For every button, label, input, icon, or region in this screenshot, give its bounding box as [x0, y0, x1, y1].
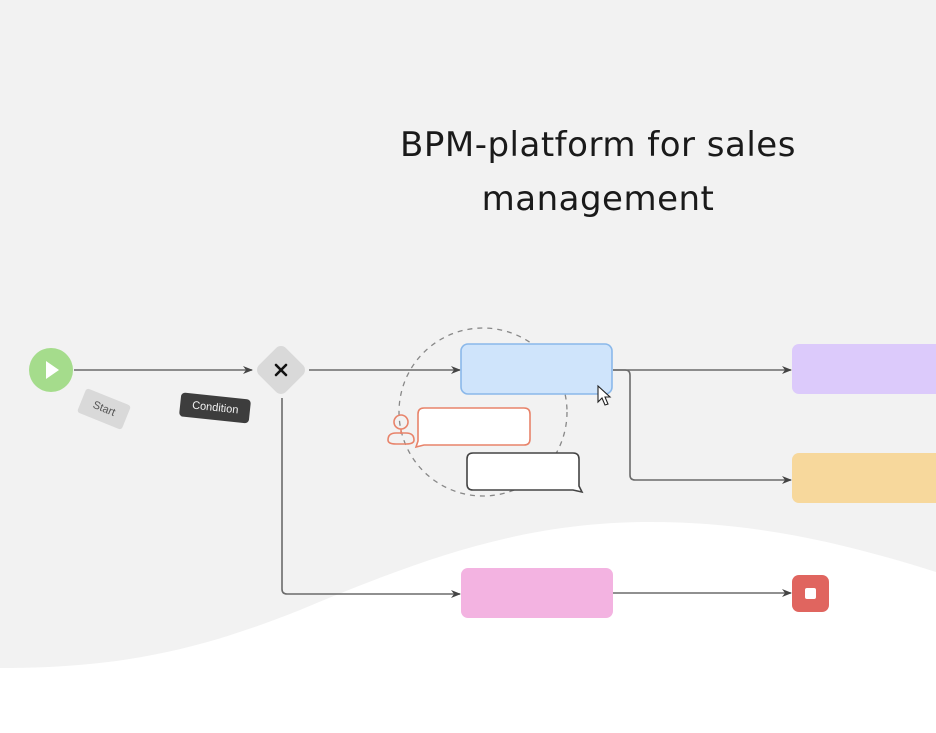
page-title: BPM-platform for sales management [340, 118, 856, 226]
task-yellow[interactable] [792, 453, 936, 503]
end-event[interactable] [792, 575, 829, 612]
task-pink[interactable] [461, 568, 613, 618]
start-event[interactable] [29, 348, 73, 392]
task-blue-selected[interactable] [460, 343, 613, 395]
exclusive-gateway[interactable] [254, 343, 308, 397]
edge-gateway-to-pink-task[interactable] [281, 398, 461, 598]
edge-blue-to-yellow-task[interactable] [613, 369, 792, 484]
comment-bubble-user[interactable] [414, 407, 531, 449]
user-icon [387, 414, 415, 445]
mouse-cursor-icon [597, 384, 612, 406]
task-purple[interactable] [792, 344, 936, 394]
stop-icon [805, 588, 816, 599]
comment-bubble-reply[interactable] [466, 452, 584, 494]
page-title-line-2: management [481, 179, 715, 219]
play-icon [46, 361, 59, 379]
canvas-background-wave [0, 0, 936, 668]
comment-group-outline [398, 327, 568, 497]
close-icon [274, 363, 288, 377]
page-title-line-1: BPM-platform for sales [400, 125, 796, 165]
